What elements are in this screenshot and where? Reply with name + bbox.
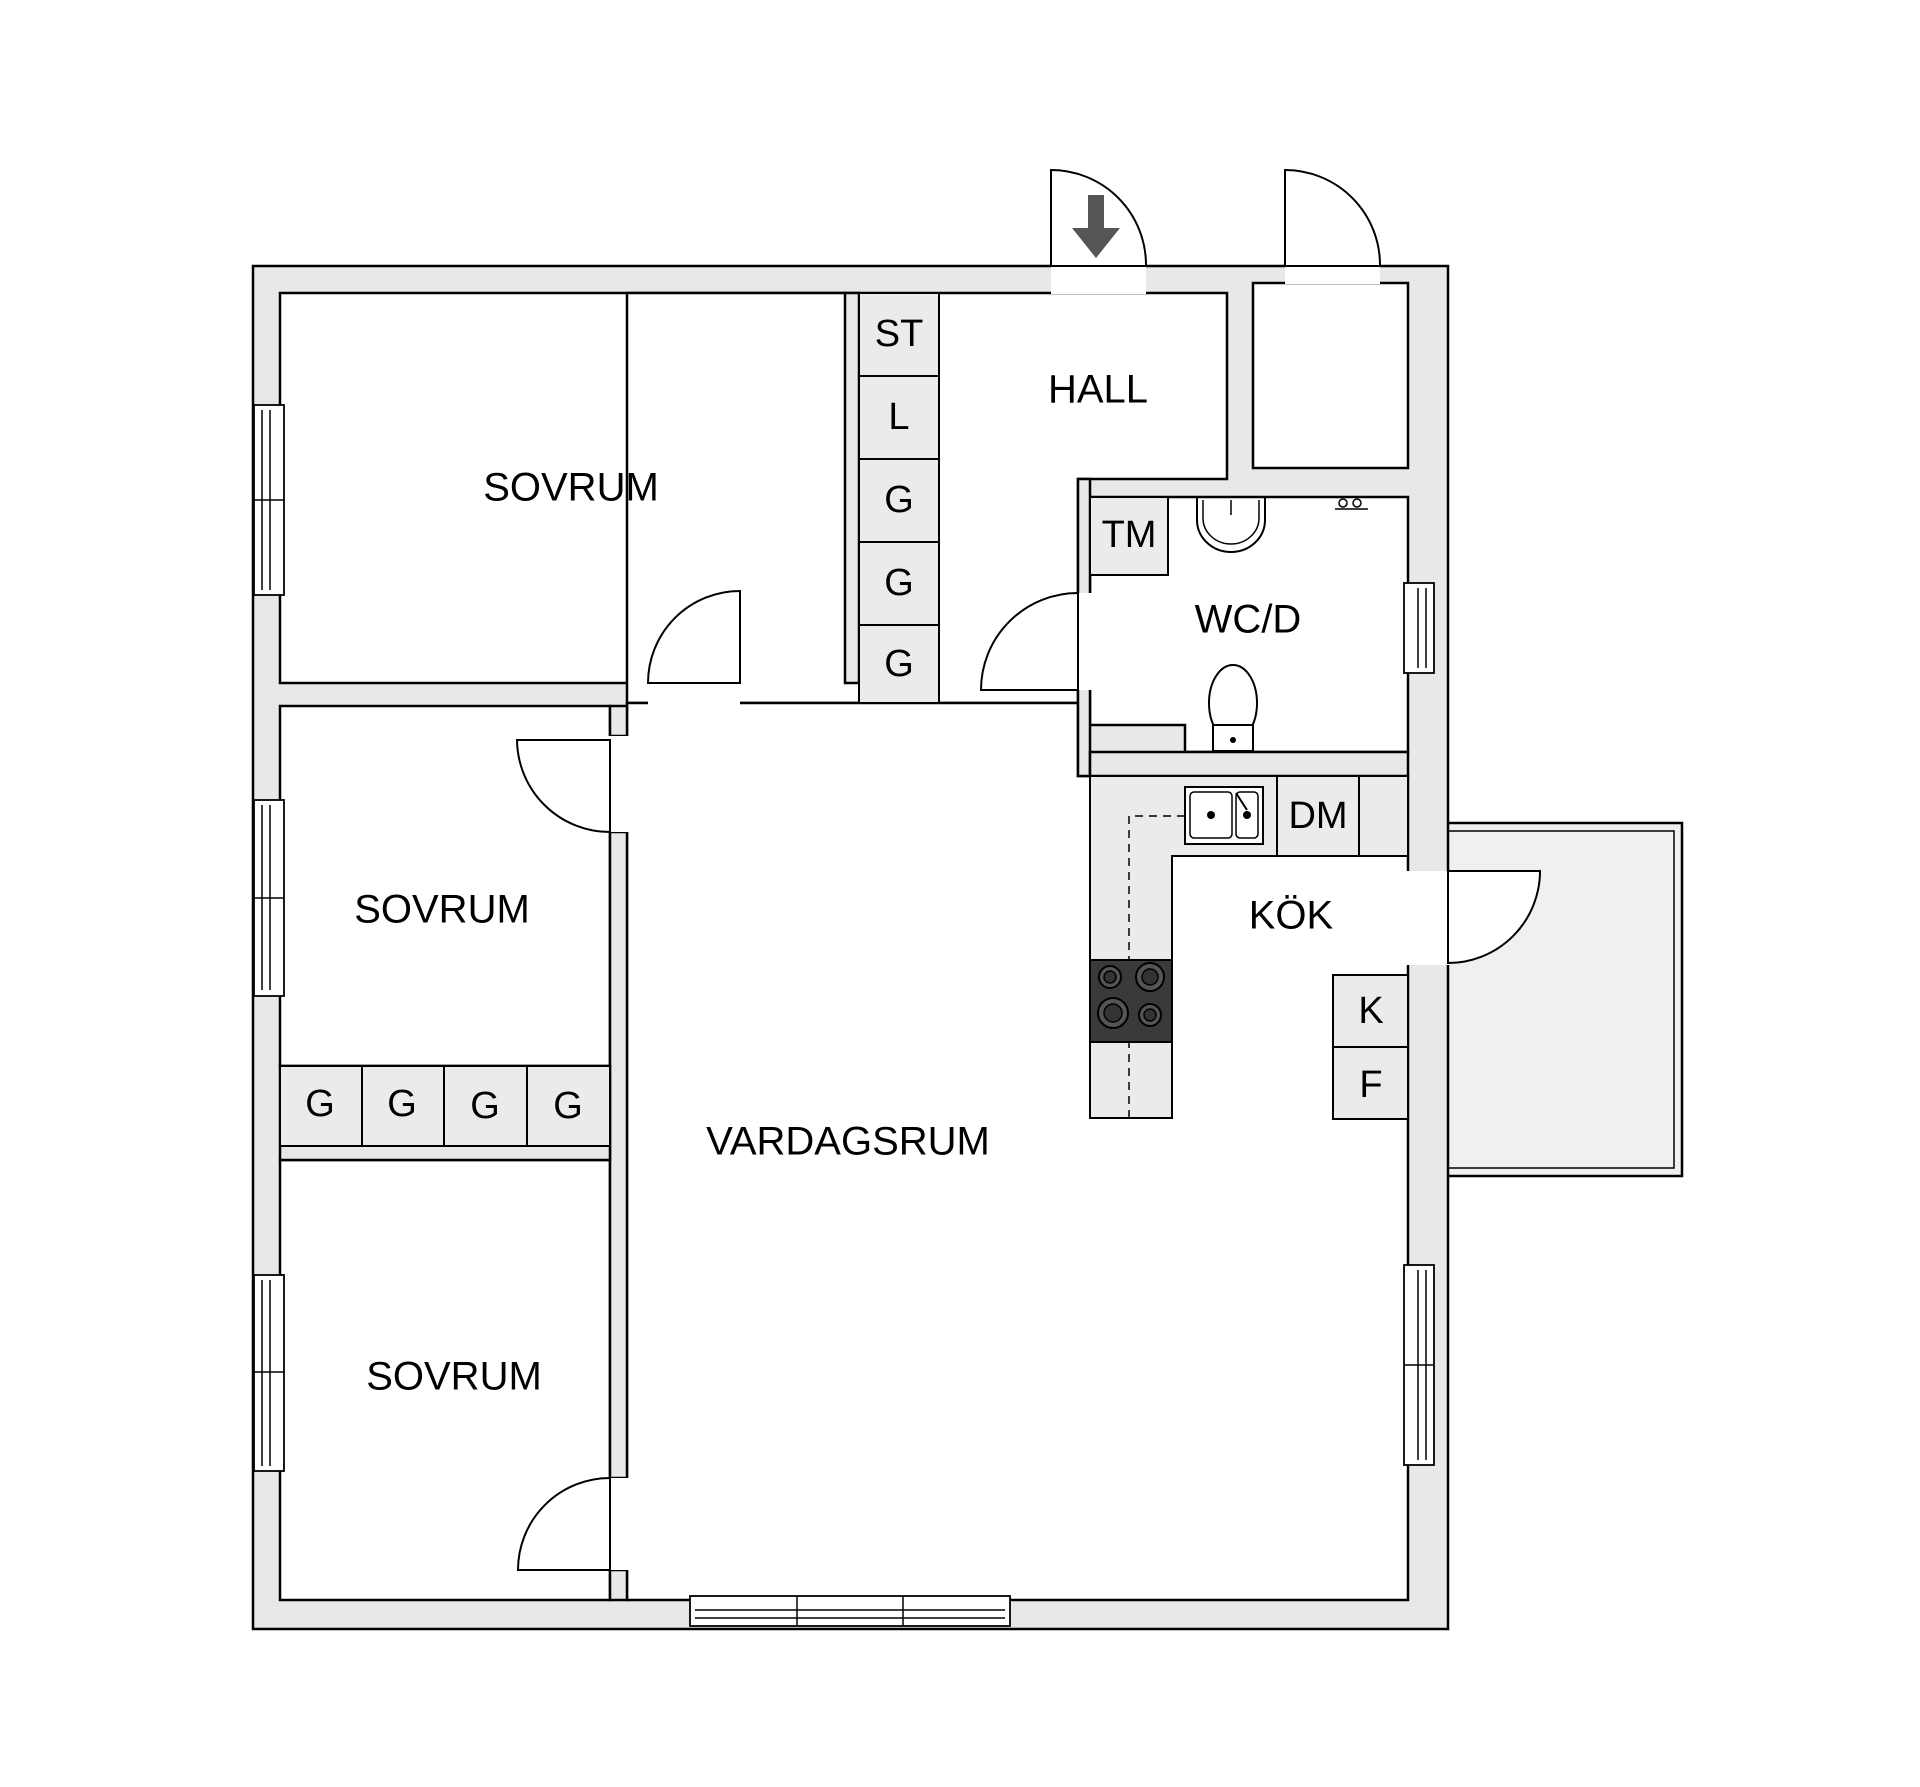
storage-door-swing — [1284, 168, 1382, 267]
label-st: ST — [875, 313, 924, 355]
window-bedroom1 — [253, 404, 285, 596]
toilet-icon — [1208, 664, 1258, 752]
label-g1: G — [884, 479, 914, 521]
label-dm: DM — [1288, 795, 1347, 837]
bedroom-wardrobes: G G G G — [278, 1064, 612, 1162]
bedroom3-door-swing — [516, 1476, 611, 1571]
window-wc — [1403, 582, 1435, 674]
bedroom3-door-gap — [608, 1478, 629, 1570]
window-living-east — [1403, 1264, 1435, 1466]
wall-bedroom2-living-lower — [608, 830, 629, 1480]
freezer-f — [1332, 1046, 1409, 1120]
label-kitchen: KÖK — [1249, 894, 1334, 938]
entry-door-gap — [1051, 264, 1146, 294]
label-g3: G — [884, 643, 914, 685]
wardrobe-g5 — [361, 1065, 445, 1147]
wardrobe-st — [858, 292, 940, 377]
counter-unit-right — [1358, 775, 1409, 857]
label-bedroom-1: SOVRUM — [483, 466, 659, 510]
bedroom1-door-swing — [646, 589, 741, 684]
hall-wardrobes: ST L G G G — [858, 292, 940, 704]
label-g7: G — [553, 1085, 583, 1127]
windows — [253, 404, 1435, 1627]
label-bedroom-2: SOVRUM — [354, 888, 530, 932]
label-g2: G — [884, 562, 914, 604]
label-hall: HALL — [1048, 368, 1148, 412]
bedroom1-door-gap — [648, 681, 740, 707]
wardrobe-l — [858, 375, 940, 460]
bedroom2-door-gap — [608, 736, 629, 832]
label-k: K — [1358, 990, 1383, 1032]
sink-icon — [1184, 786, 1264, 845]
label-bedroom-3: SOVRUM — [366, 1355, 542, 1399]
kitchen: DM K F — [1089, 775, 1409, 1120]
window-living-south — [689, 1595, 1011, 1627]
label-g4: G — [305, 1083, 335, 1125]
label-g6: G — [470, 1085, 500, 1127]
label-g5: G — [387, 1083, 417, 1125]
label-living: VARDAGSRUM — [706, 1120, 990, 1164]
shower-tap-icon — [1335, 498, 1368, 510]
label-wc: WC/D — [1195, 598, 1302, 642]
stove-icon — [1089, 959, 1173, 1043]
wc-door-swing — [979, 591, 1079, 691]
window-bedroom3 — [253, 1274, 285, 1472]
wardrobe-g3 — [858, 624, 940, 704]
wardrobe-g7 — [526, 1065, 611, 1147]
wardrobe-g4 — [279, 1065, 363, 1147]
wc-fixtures: TM — [1089, 496, 1368, 752]
wall-bedroom2-living — [608, 704, 629, 738]
label-tm: TM — [1102, 514, 1157, 556]
label-f: F — [1359, 1064, 1382, 1106]
down-arrow-icon — [1072, 195, 1120, 258]
label-l: L — [888, 396, 909, 438]
wall-bedroom3-living-lower — [608, 1568, 629, 1602]
balcony-door-swing — [1447, 870, 1542, 965]
wardrobe-g6 — [443, 1065, 528, 1147]
wall-hall-living — [843, 291, 861, 685]
bedroom2-door-swing — [515, 739, 611, 834]
dishwasher — [1276, 775, 1360, 857]
balcony-door-gap — [1406, 871, 1450, 965]
window-bedroom2 — [253, 799, 285, 997]
wardrobe-g2 — [858, 541, 940, 626]
storage-floor — [1251, 281, 1410, 470]
cabinet-tm — [1089, 496, 1169, 576]
wc-door-gap — [1076, 593, 1092, 690]
wall-wc-bottom — [1088, 750, 1410, 778]
washbasin-icon — [1196, 497, 1266, 553]
storage-door-gap — [1285, 264, 1380, 284]
